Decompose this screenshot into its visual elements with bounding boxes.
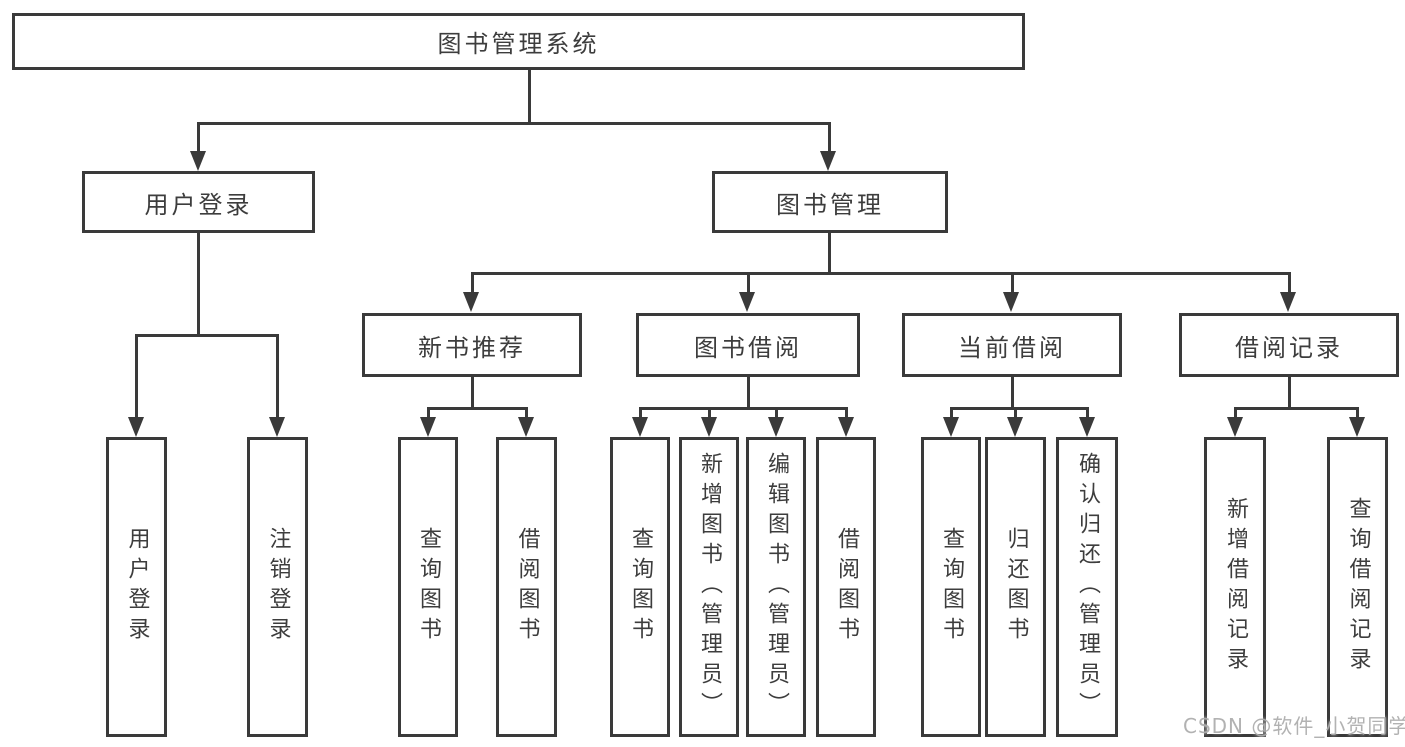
connector-line bbox=[197, 122, 200, 153]
arrowhead-icon bbox=[820, 151, 836, 171]
watermark: CSDN @软件_小贺同学 bbox=[1183, 714, 1405, 738]
connector-line bbox=[1011, 377, 1014, 407]
leaf-logout-label: 注销登录 bbox=[265, 527, 291, 647]
connector-line bbox=[747, 272, 750, 294]
node-user-login: 用户登录 bbox=[82, 171, 315, 233]
arrowhead-icon bbox=[128, 417, 144, 437]
node-borrowing-records: 借阅记录 bbox=[1179, 313, 1399, 377]
arrowhead-icon bbox=[1227, 417, 1243, 437]
leaf-query-books-recommend-label: 查询图书 bbox=[416, 527, 441, 647]
leaf-confirm-return-admin: 确认归还（管理员） bbox=[1056, 437, 1118, 737]
leaf-query-books-borrowing-label: 查询图书 bbox=[628, 527, 653, 647]
leaf-add-borrow-record-label: 新增借阅记录 bbox=[1223, 497, 1248, 677]
connector-line bbox=[639, 407, 642, 420]
connector-line bbox=[197, 122, 831, 125]
leaf-borrow-books-recommend-label: 借阅图书 bbox=[514, 527, 540, 647]
leaf-query-books-current: 查询图书 bbox=[921, 437, 981, 737]
leaf-return-book: 归还图书 bbox=[985, 437, 1046, 737]
connector-line bbox=[471, 272, 474, 294]
connector-line bbox=[775, 407, 778, 420]
arrowhead-icon bbox=[269, 417, 285, 437]
connector-line bbox=[639, 407, 848, 410]
arrowhead-icon bbox=[943, 417, 959, 437]
node-new-book-recommend-label: 新书推荐 bbox=[418, 333, 526, 362]
connector-line bbox=[427, 407, 430, 420]
arrowhead-icon bbox=[190, 151, 206, 171]
connector-line bbox=[471, 377, 474, 407]
leaf-borrow-books-borrowing-label: 借阅图书 bbox=[834, 527, 859, 647]
leaf-add-book-admin-label: 新增图书（管理员） bbox=[697, 452, 722, 722]
connector-line bbox=[1014, 407, 1017, 420]
connector-line bbox=[950, 407, 953, 420]
connector-line bbox=[135, 334, 279, 337]
arrowhead-icon bbox=[838, 417, 854, 437]
node-book-borrowing: 图书借阅 bbox=[636, 313, 860, 377]
node-root-label: 图书管理系统 bbox=[437, 30, 600, 58]
connector-line bbox=[1234, 407, 1237, 420]
node-current-borrowing-label: 当前借阅 bbox=[958, 333, 1066, 362]
connector-line bbox=[747, 377, 750, 407]
connector-line bbox=[276, 334, 279, 420]
node-new-book-recommend: 新书推荐 bbox=[362, 313, 582, 377]
arrowhead-icon bbox=[701, 417, 717, 437]
arrowhead-icon bbox=[1007, 417, 1023, 437]
node-book-management-label: 图书管理 bbox=[776, 190, 884, 219]
node-user-login-label: 用户登录 bbox=[144, 190, 253, 219]
arrowhead-icon bbox=[1280, 292, 1296, 312]
leaf-query-books-recommend: 查询图书 bbox=[398, 437, 458, 737]
leaf-logout: 注销登录 bbox=[247, 437, 308, 737]
arrowhead-icon bbox=[420, 417, 436, 437]
leaf-query-borrow-record-label: 查询借阅记录 bbox=[1345, 497, 1371, 677]
connector-line bbox=[1011, 272, 1014, 294]
connector-line bbox=[135, 334, 138, 420]
leaf-borrow-books-recommend: 借阅图书 bbox=[496, 437, 557, 737]
leaf-query-books-borrowing: 查询图书 bbox=[610, 437, 670, 737]
leaf-user-login-label: 用户登录 bbox=[124, 527, 150, 647]
node-book-management: 图书管理 bbox=[712, 171, 948, 233]
connector-line bbox=[528, 70, 531, 122]
connector-line bbox=[197, 233, 200, 334]
connector-line bbox=[845, 407, 848, 420]
arrowhead-icon bbox=[739, 292, 755, 312]
node-current-borrowing: 当前借阅 bbox=[902, 313, 1122, 377]
connector-line bbox=[1086, 407, 1089, 420]
connector-line bbox=[1288, 377, 1291, 407]
connector-line bbox=[427, 407, 528, 410]
arrowhead-icon bbox=[518, 417, 534, 437]
arrowhead-icon bbox=[768, 417, 784, 437]
arrowhead-icon bbox=[463, 292, 479, 312]
leaf-edit-book-admin: 编辑图书（管理员） bbox=[746, 437, 806, 737]
leaf-edit-book-admin-label: 编辑图书（管理员） bbox=[764, 452, 789, 722]
arrowhead-icon bbox=[1349, 417, 1365, 437]
connector-line bbox=[1234, 407, 1359, 410]
connector-line bbox=[1356, 407, 1359, 420]
leaf-add-borrow-record: 新增借阅记录 bbox=[1204, 437, 1266, 737]
arrowhead-icon bbox=[1079, 417, 1095, 437]
connector-line bbox=[471, 272, 1291, 275]
leaf-borrow-books-borrowing: 借阅图书 bbox=[816, 437, 876, 737]
connector-line bbox=[828, 233, 831, 272]
connector-line bbox=[1288, 272, 1291, 294]
connector-line bbox=[950, 407, 1089, 410]
leaf-user-login: 用户登录 bbox=[106, 437, 167, 737]
leaf-return-book-label: 归还图书 bbox=[1003, 527, 1029, 647]
node-borrowing-records-label: 借阅记录 bbox=[1235, 333, 1343, 362]
node-book-borrowing-label: 图书借阅 bbox=[694, 333, 802, 362]
leaf-confirm-return-admin-label: 确认归还（管理员） bbox=[1075, 452, 1100, 722]
connector-line bbox=[525, 407, 528, 420]
arrowhead-icon bbox=[632, 417, 648, 437]
connector-line bbox=[708, 407, 711, 420]
leaf-query-books-current-label: 查询图书 bbox=[939, 527, 964, 647]
connector-line bbox=[828, 122, 831, 153]
arrowhead-icon bbox=[1003, 292, 1019, 312]
leaf-add-book-admin: 新增图书（管理员） bbox=[679, 437, 739, 737]
node-root: 图书管理系统 bbox=[12, 13, 1025, 70]
leaf-query-borrow-record: 查询借阅记录 bbox=[1327, 437, 1388, 737]
